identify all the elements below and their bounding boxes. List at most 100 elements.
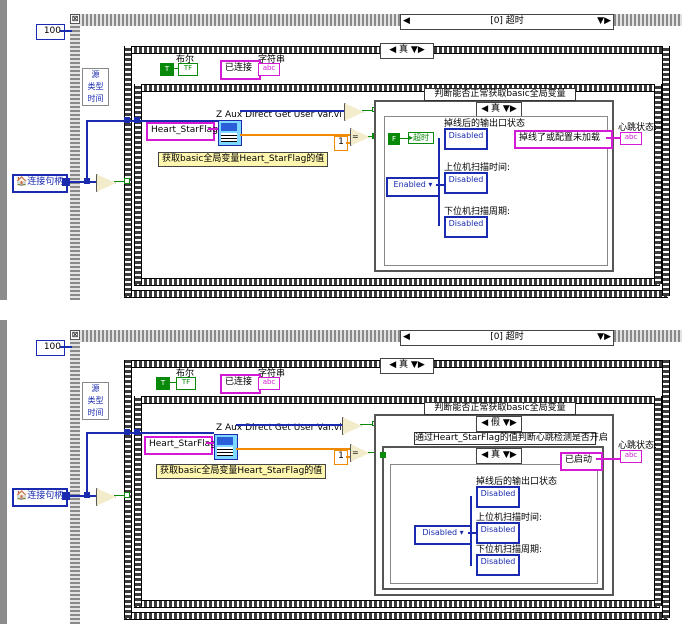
connected-string-const[interactable]: 已连接: [220, 374, 261, 394]
wire: [86, 120, 88, 182]
wire: [436, 184, 444, 186]
inner-case-label: 假: [491, 418, 501, 428]
wire: [398, 138, 408, 139]
inner-case-selector[interactable]: ◀ 假 ▼▶: [476, 416, 522, 432]
type-label: 类型: [87, 396, 104, 405]
tunnel-icon: [124, 117, 130, 123]
message-string-const[interactable]: 掉线了或配置未加载: [514, 130, 613, 149]
lower-scan-value: Disabled: [448, 219, 484, 228]
upper-scan-label: 上位机扫描时间:: [476, 513, 543, 523]
disabled-enum-const[interactable]: Disabled ▾: [414, 525, 472, 545]
var-name-const[interactable]: Heart_StarFlag: [144, 436, 216, 455]
true-case-selector[interactable]: ◀ 真 ▼▶: [380, 358, 434, 374]
inner-frame-right: [654, 396, 662, 606]
event-frame-left: [124, 360, 132, 618]
string-indicator: abc: [258, 63, 280, 76]
lower-scan-label: 下位机扫描周期:: [476, 545, 543, 555]
upper-scan-indicator: Disabled: [476, 522, 520, 544]
wire: [240, 134, 350, 136]
prev-icon[interactable]: ◀: [389, 45, 397, 55]
diagram-panel-top: ⊠ ◀ [0] 超时 ▼▶ 100 ◀ 真 ▼▶ 源 类型 时间 布尔 字符串 …: [0, 0, 682, 300]
prev-case-icon[interactable]: ◀: [403, 332, 410, 342]
one-constant[interactable]: 1: [334, 450, 348, 465]
not-a-number-function[interactable]: [96, 174, 116, 192]
nested-case-label: 真: [491, 450, 501, 460]
equal-sign-icon: =: [352, 448, 359, 457]
wire: [172, 68, 178, 69]
case-selector-terminal-icon: [380, 452, 386, 458]
connected-string-const[interactable]: 已连接: [220, 60, 261, 80]
true-constant[interactable]: T: [156, 377, 170, 390]
wire: [140, 120, 218, 122]
case-dropdown-icon[interactable]: ▼▶: [597, 332, 611, 342]
timeout-case-selector[interactable]: ◀ [0] 超时 ▼▶: [400, 330, 614, 346]
next-icon[interactable]: ▼▶: [502, 104, 517, 114]
wire: [236, 424, 342, 426]
not-a-number-function[interactable]: [96, 488, 116, 506]
not-a-refnum-function[interactable]: [342, 417, 362, 435]
next-icon[interactable]: ▼▶: [410, 360, 425, 370]
source-label: 源: [91, 384, 100, 393]
prev-icon[interactable]: ◀: [481, 104, 489, 114]
subvi-icon[interactable]: [214, 434, 238, 460]
timeout-small-label: 超时: [413, 133, 430, 142]
wire: [60, 30, 72, 32]
enabled-enum-const[interactable]: Enabled ▾: [386, 177, 440, 197]
wire: [346, 456, 352, 458]
number-constant-100[interactable]: 100: [36, 24, 65, 40]
true-case-selector[interactable]: ◀ 真 ▼▶: [380, 43, 434, 59]
event-data-node: 源 类型 时间: [82, 68, 109, 106]
upper-scan-indicator: Disabled: [444, 172, 488, 194]
prev-icon[interactable]: ◀: [481, 450, 489, 460]
lower-scan-label: 下位机扫描周期:: [444, 207, 511, 217]
equal-sign-icon: =: [352, 132, 359, 141]
string-label: 字符串: [258, 55, 286, 65]
frame-corner-icon: ⊠: [70, 14, 80, 24]
inner-frame-top: [134, 84, 660, 92]
connect-handle-control[interactable]: 🏠连接句柄: [12, 174, 68, 193]
wire: [206, 442, 216, 444]
loop-tunnel-icon: [124, 178, 130, 184]
outer-frame-left: [70, 14, 80, 300]
lower-scan-value: Disabled: [480, 557, 516, 566]
inner-frame-right: [654, 84, 662, 284]
next-icon[interactable]: ▼▶: [502, 418, 517, 428]
frame-corner-icon: ⊠: [70, 330, 80, 340]
timeout-case-label: [0] 超时: [490, 16, 524, 26]
handle-icon: 🏠: [16, 177, 28, 187]
true-case-label: 真: [399, 45, 409, 55]
next-icon[interactable]: ▼▶: [410, 45, 425, 55]
not-a-refnum-function[interactable]: [344, 103, 364, 121]
connect-handle-label: 连接句柄: [27, 491, 64, 501]
connect-handle-control[interactable]: 🏠连接句柄: [12, 488, 68, 507]
number-constant-100[interactable]: 100: [36, 340, 65, 356]
comment-label: 获取basic全局变量Heart_StarFlag的值: [158, 152, 329, 167]
vi-name-label: Z Aux Direct Get User Var.vi: [216, 423, 342, 433]
enum-value: Disabled: [422, 528, 458, 537]
prev-icon[interactable]: ◀: [389, 360, 397, 370]
next-icon[interactable]: ▼▶: [502, 450, 517, 460]
inner-frame-left: [134, 84, 142, 284]
var-name-const[interactable]: Heart_StarFlag: [146, 122, 218, 141]
bool-label: 布尔: [176, 55, 195, 65]
prev-case-icon[interactable]: ◀: [403, 16, 410, 26]
false-constant[interactable]: F: [388, 133, 400, 145]
message-string-const[interactable]: 已启动: [560, 452, 603, 471]
case-dropdown-icon[interactable]: ▼▶: [597, 16, 611, 26]
handle-icon: 🏠: [16, 491, 28, 501]
true-constant[interactable]: T: [160, 63, 174, 76]
event-frame-left: [124, 46, 132, 296]
comment-label: 获取basic全局变量Heart_StarFlag的值: [156, 464, 327, 479]
timeout-case-selector[interactable]: ◀ [0] 超时 ▼▶: [400, 14, 614, 30]
subvi-icon[interactable]: [218, 120, 242, 146]
disconnect-state-value: Disabled: [448, 131, 484, 140]
event-data-node: 源 类型 时间: [82, 382, 109, 420]
event-frame-bottom: [124, 290, 668, 298]
heartbeat-indicator: abc: [620, 132, 642, 145]
string-indicator: abc: [258, 377, 280, 390]
prev-icon[interactable]: ◀: [481, 418, 489, 428]
inner-frame-top: [134, 396, 660, 404]
wire: [168, 382, 176, 383]
panel-side-bar: [0, 0, 7, 300]
nested-case-selector[interactable]: ◀ 真 ▼▶: [476, 448, 522, 464]
